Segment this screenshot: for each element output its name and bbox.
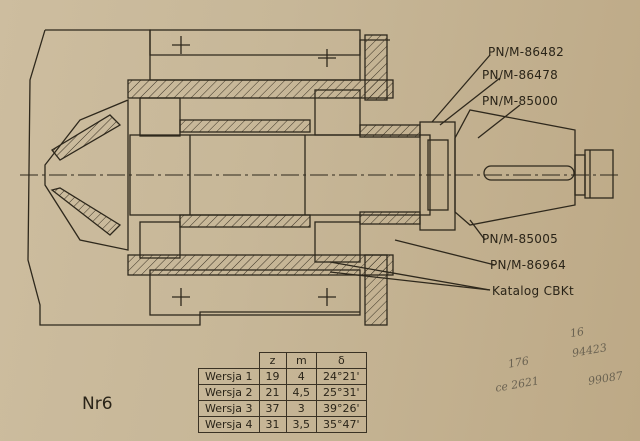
margin-note: 16 bbox=[568, 324, 586, 341]
part-label-katalog-cbkt: Katalog CBKt bbox=[492, 284, 574, 298]
variant-m: 4,5 bbox=[285, 384, 318, 401]
variant-m: 3 bbox=[285, 400, 318, 417]
table-row: Wersja 4 31 3,5 35°47' bbox=[198, 416, 367, 433]
table-row: Wersja 1 19 4 24°21' bbox=[198, 368, 367, 385]
variant-delta: 39°26' bbox=[316, 400, 367, 417]
header-cell bbox=[199, 353, 260, 369]
variant-name: Wersja 3 bbox=[198, 400, 260, 417]
variant-delta: 24°21' bbox=[316, 368, 367, 385]
variant-name: Wersja 4 bbox=[198, 416, 260, 433]
variant-m: 4 bbox=[285, 368, 318, 385]
table-row: Wersja 3 37 3 39°26' bbox=[198, 400, 367, 417]
variant-z: 31 bbox=[258, 416, 287, 433]
table-row: Wersja 2 21 4,5 25°31' bbox=[198, 384, 367, 401]
part-label-pn-m-86964: PN/M-86964 bbox=[490, 258, 567, 272]
header-cell-z: z bbox=[258, 352, 287, 369]
variant-name: Wersja 2 bbox=[198, 384, 260, 401]
drawing-title: Nr6 bbox=[82, 394, 113, 414]
part-label-pn-m-86482: PN/M-86482 bbox=[488, 45, 565, 59]
variant-delta: 25°31' bbox=[316, 384, 367, 401]
part-label-pn-m-85005: PN/M-85005 bbox=[482, 232, 559, 246]
variant-z: 19 bbox=[258, 368, 287, 385]
variants-table-header: z m δ bbox=[199, 352, 367, 369]
header-cell-m: m bbox=[285, 352, 318, 369]
variant-z: 21 bbox=[258, 384, 287, 401]
part-label-pn-m-85000: PN/M-85000 bbox=[482, 94, 559, 108]
variant-z: 37 bbox=[258, 400, 287, 417]
variant-m: 3,5 bbox=[285, 416, 318, 433]
header-cell-delta: δ bbox=[316, 352, 367, 369]
variant-name: Wersja 1 bbox=[198, 368, 260, 385]
variant-delta: 35°47' bbox=[316, 416, 367, 433]
variants-table: z m δ Wersja 1 19 4 24°21' Wersja 2 21 4… bbox=[198, 352, 367, 433]
part-label-pn-m-86478: PN/M-86478 bbox=[482, 68, 559, 82]
